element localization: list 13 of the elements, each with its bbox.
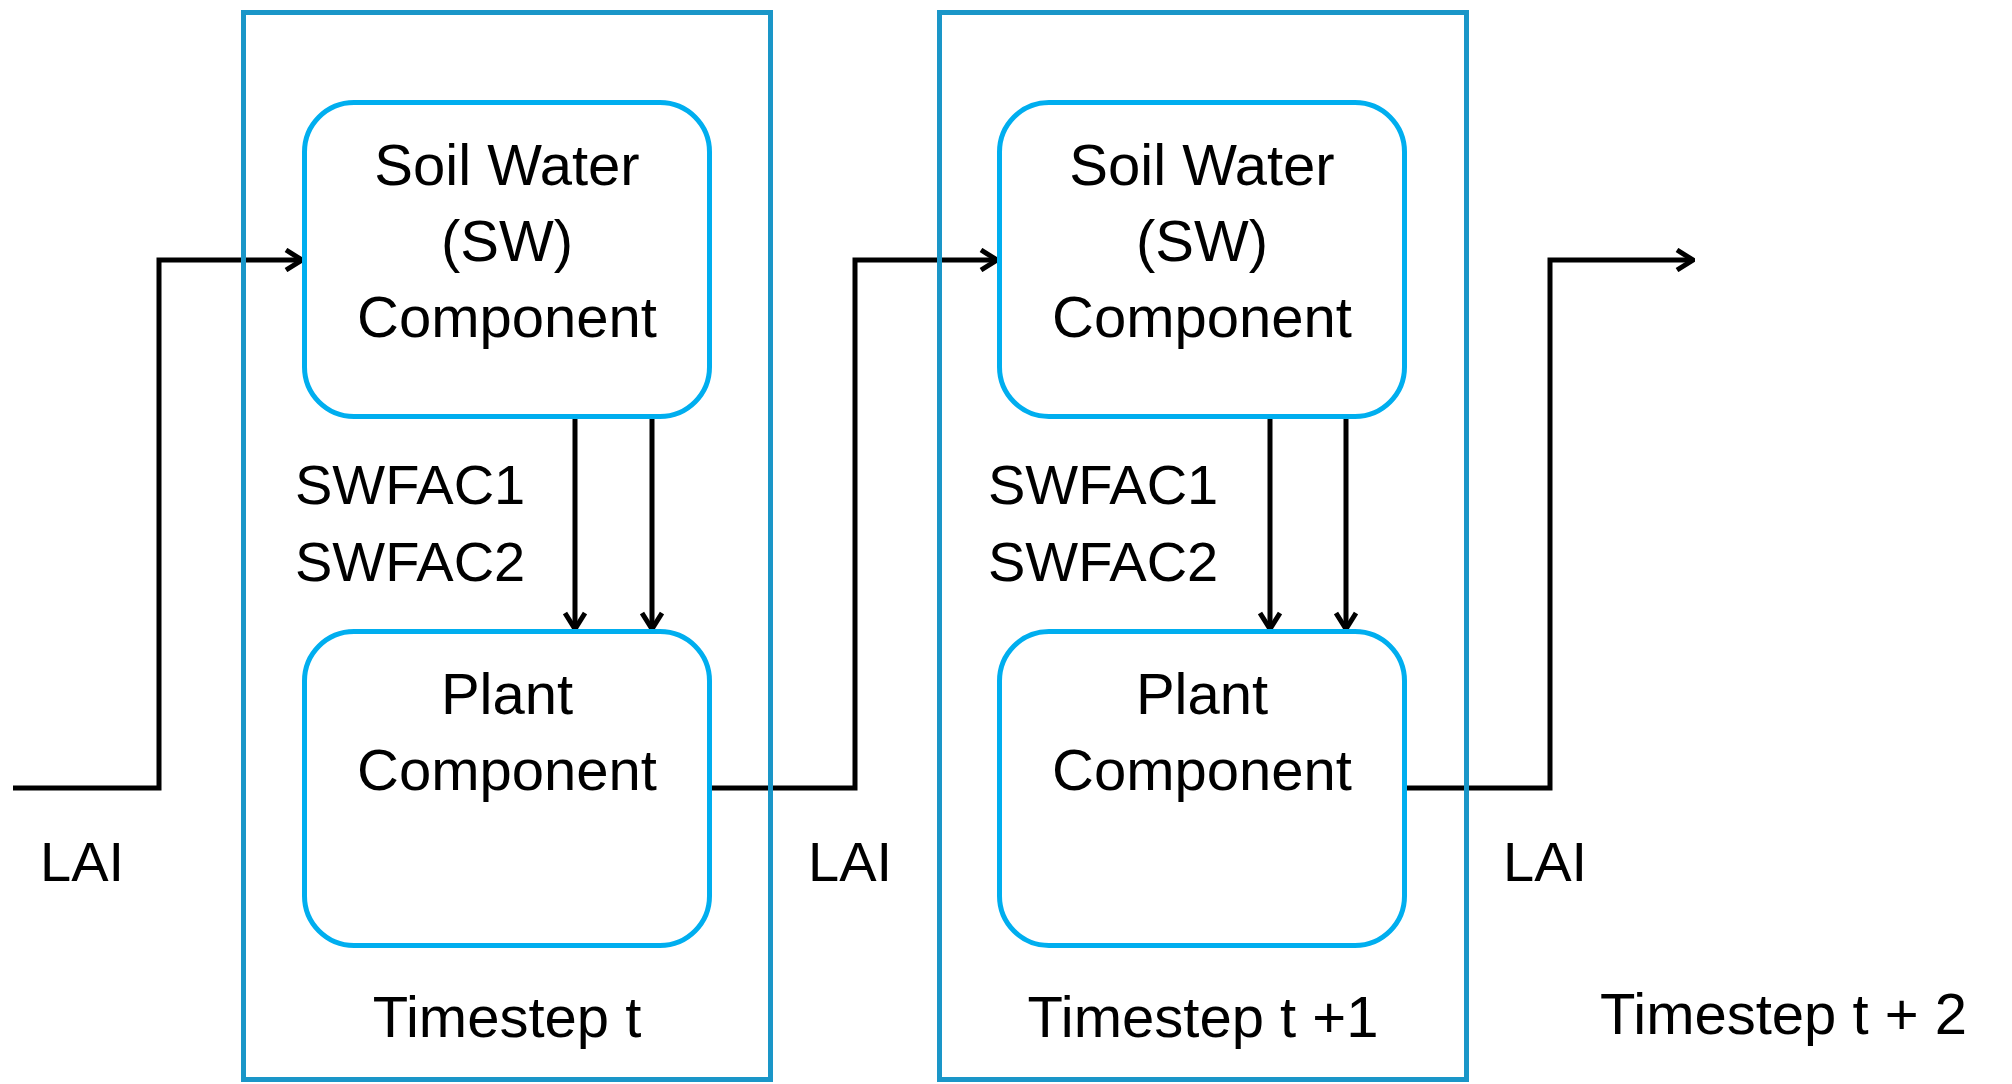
component-label: Plant Component bbox=[1051, 660, 1353, 804]
component-label: Plant Component bbox=[356, 660, 658, 804]
timestep-frame bbox=[937, 10, 1469, 1082]
component-box bbox=[997, 629, 1407, 948]
component-box bbox=[302, 629, 712, 948]
component-label: Soil Water (SW) Component bbox=[1051, 131, 1353, 351]
timestep-frame bbox=[241, 10, 773, 1082]
frame-caption: Timestep t +1 bbox=[1026, 983, 1380, 1051]
arrow bbox=[1407, 247, 1696, 791]
frame-caption: Timestep t bbox=[371, 983, 643, 1051]
component-label: Soil Water (SW) Component bbox=[356, 131, 658, 351]
component-box bbox=[302, 100, 712, 419]
component-box bbox=[997, 100, 1407, 419]
